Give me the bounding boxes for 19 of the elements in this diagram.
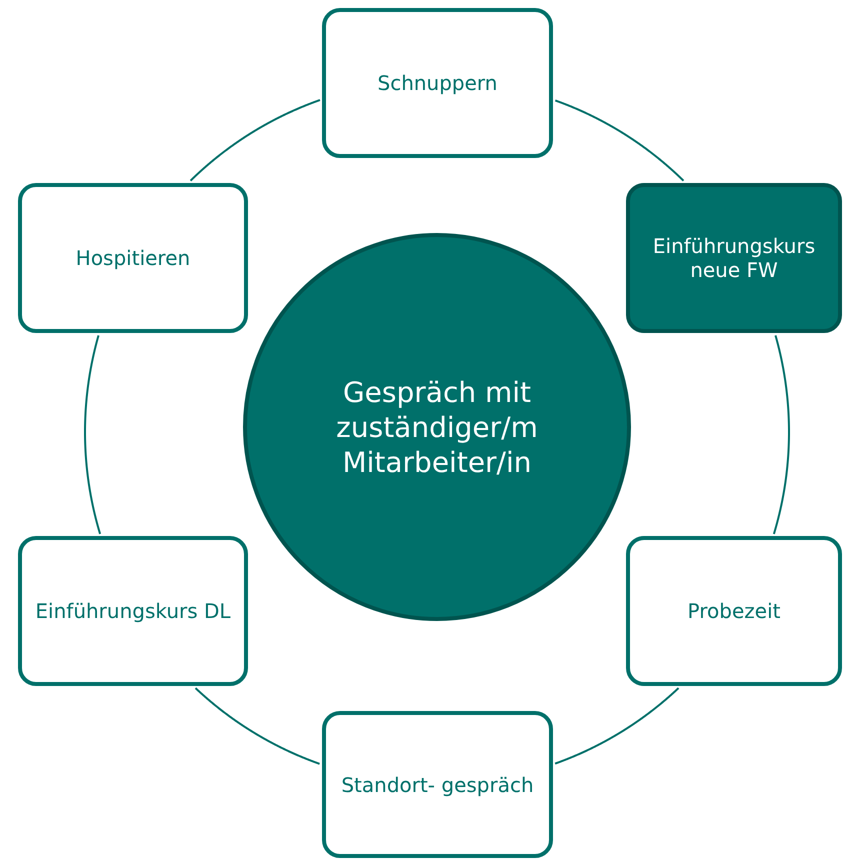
node-label: Einführungskurs neue FW [652, 234, 816, 282]
connector-arc [772, 335, 790, 534]
process-box [18, 183, 248, 333]
node-label: Hospitieren [76, 246, 190, 270]
connector-arc [554, 687, 680, 765]
center-label: Gespräch mit zuständiger/m Mitarbeiter/in [335, 374, 539, 480]
connector-arc [84, 335, 102, 534]
node-label: Schnuppern [378, 71, 498, 95]
connector-arc [194, 687, 320, 765]
node-label: Einführungskurs DL [35, 599, 231, 623]
connector-arc [190, 99, 320, 182]
node-label: Probezeit [688, 599, 780, 623]
process-box [322, 8, 553, 158]
process-box [18, 536, 248, 686]
process-box [626, 183, 842, 333]
node-label: Standort- gespräch [341, 772, 534, 796]
connector-arc [554, 100, 684, 182]
process-box [322, 711, 553, 858]
process-box [626, 536, 842, 686]
